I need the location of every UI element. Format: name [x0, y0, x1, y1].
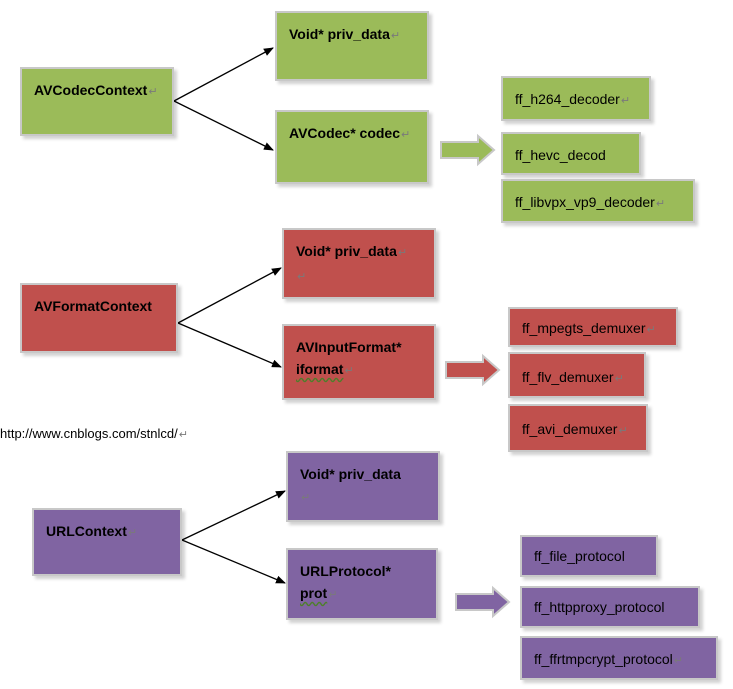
- source-url-text: http://www.cnblogs.com/stnlcd/↵: [0, 426, 188, 441]
- format-item-flv: ff_flv_demuxer↵: [508, 352, 646, 398]
- return-mark: ↵: [297, 271, 307, 283]
- return-mark: ↵: [397, 247, 408, 259]
- format-context-box: AVFormatContext: [20, 283, 178, 353]
- url-item-httpproxy: ff_httpproxy_protocol: [520, 586, 700, 628]
- url-item-label: ff_ffrtmpcrypt_protocol: [534, 651, 673, 667]
- url-item-label: ff_httpproxy_protocol: [534, 599, 665, 615]
- codec-context-label: AVCodecContext: [34, 82, 148, 98]
- format-context-label: AVFormatContext: [34, 298, 152, 314]
- arrow-format-to-priv: [177, 267, 282, 324]
- source-url-label: http://www.cnblogs.com/stnlcd/: [0, 426, 178, 441]
- codec-priv-data-label: Void* priv_data: [289, 26, 390, 42]
- codec-item-hevc: ff_hevc_decod: [501, 132, 641, 175]
- url-context-label: URLContext: [46, 523, 127, 539]
- url-context-box: URLContext↵: [32, 508, 182, 576]
- return-mark: ↵: [127, 527, 138, 539]
- arrow-format-to-field: [177, 322, 282, 368]
- return-mark: ↵: [390, 30, 401, 42]
- return-mark: ↵: [614, 373, 624, 385]
- return-mark: ↵: [655, 198, 666, 210]
- url-item-ffrtmpcrypt: ff_ffrtmpcrypt_protocol↵: [520, 636, 718, 680]
- url-item-file: ff_file_protocol: [520, 535, 658, 577]
- format-priv-data-label: Void* priv_data: [296, 243, 397, 259]
- format-item-label: ff_flv_demuxer: [522, 369, 614, 385]
- return-mark: ↵: [618, 425, 628, 437]
- return-mark: ↵: [328, 589, 338, 601]
- codec-field-label: AVCodec* codec: [289, 125, 400, 141]
- format-priv-data-box: Void* priv_data↵ ↵: [282, 228, 436, 299]
- url-field-label-line1: URLProtocol*: [300, 563, 391, 579]
- url-priv-data-label: Void* priv_data: [300, 466, 401, 482]
- arrow-codec-to-field: [173, 100, 274, 151]
- codec-item-label: ff_h264_decoder: [515, 91, 620, 107]
- codec-field-box: AVCodec* codec↵: [275, 110, 429, 184]
- return-mark: ↵: [646, 324, 656, 336]
- url-item-label: ff_file_protocol: [534, 548, 625, 564]
- arrow-codec-to-priv: [173, 47, 274, 102]
- block-arrow-codec: [440, 133, 496, 167]
- format-field-label-line1: AVInputFormat*: [296, 339, 402, 355]
- format-item-avi: ff_avi_demuxer↵: [508, 404, 648, 452]
- format-item-label: ff_mpegts_demuxer: [522, 320, 646, 336]
- arrow-url-to-priv: [181, 490, 286, 541]
- return-mark: ↵: [401, 129, 411, 141]
- return-mark: ↵: [344, 365, 354, 377]
- return-mark: ↵: [178, 429, 188, 441]
- return-mark: ↵: [301, 492, 311, 504]
- return-mark: ↵: [673, 655, 683, 667]
- format-field-box: AVInputFormat* iformat↵: [282, 324, 436, 400]
- codec-item-label: ff_libvpx_vp9_decoder: [515, 194, 655, 210]
- codec-item-label: ff_hevc_decod: [515, 147, 606, 163]
- url-priv-data-box: Void* priv_data ↵: [286, 451, 440, 522]
- format-field-label-line2: iformat: [296, 361, 344, 377]
- arrow-url-to-field: [181, 539, 286, 584]
- return-mark: ↵: [148, 86, 158, 98]
- url-field-label-line2: prot: [300, 585, 328, 601]
- codec-context-box: AVCodecContext↵: [20, 67, 174, 136]
- url-field-box: URLProtocol* prot↵: [286, 548, 438, 620]
- block-arrow-url: [455, 585, 511, 619]
- format-item-label: ff_avi_demuxer: [522, 421, 618, 437]
- format-item-mpegts: ff_mpegts_demuxer↵: [508, 307, 678, 347]
- block-arrow-format: [445, 353, 501, 387]
- codec-item-vp9: ff_libvpx_vp9_decoder↵: [501, 179, 695, 223]
- return-mark: ↵: [620, 95, 631, 107]
- codec-priv-data-box: Void* priv_data↵: [275, 11, 429, 81]
- codec-item-h264: ff_h264_decoder↵: [501, 76, 651, 121]
